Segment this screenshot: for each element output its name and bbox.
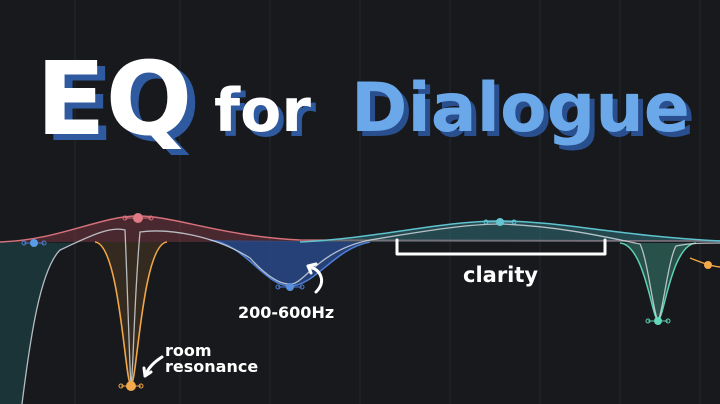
title-for: for — [214, 76, 311, 146]
node-orange-band[interactable] — [118, 381, 144, 391]
title-eq-shadow: EQ — [44, 46, 200, 165]
room-label-line2: resonance — [165, 357, 258, 376]
mid-cut-blue-band — [210, 240, 370, 286]
node-orange-right[interactable] — [704, 261, 712, 269]
node-red-band[interactable] — [122, 213, 154, 223]
title-eq: EQ — [36, 40, 192, 159]
low-shelf-red-band — [0, 216, 720, 242]
clarity-bracket — [395, 238, 607, 256]
title-dialogue: Dialogue — [351, 69, 690, 148]
high-notch-green-band — [620, 243, 696, 320]
title-dialogue-shadow: Dialogue — [356, 74, 695, 153]
title: EQ EQ for for Dialogue Dialogue — [36, 40, 695, 165]
curved-arrow-icon — [306, 262, 324, 294]
room-notch-orange-curve — [94, 241, 168, 386]
node-high-pass[interactable] — [21, 239, 47, 247]
combined-eq-curve — [21, 223, 720, 404]
grid-lines — [74, 0, 701, 404]
eq-nodes[interactable] — [21, 213, 712, 391]
node-blue-band[interactable] — [275, 283, 305, 291]
clarity-label: clarity — [463, 263, 538, 287]
high-pass-fill — [0, 242, 75, 404]
curved-arrow-icon — [142, 355, 164, 378]
range-label: 200-600Hz — [238, 303, 334, 322]
room-label-line1: room — [165, 341, 212, 360]
presence-teal-band — [300, 221, 720, 242]
title-for-shadow: for — [219, 81, 316, 151]
node-green-band[interactable] — [645, 317, 671, 325]
node-teal-band[interactable] — [483, 218, 517, 226]
